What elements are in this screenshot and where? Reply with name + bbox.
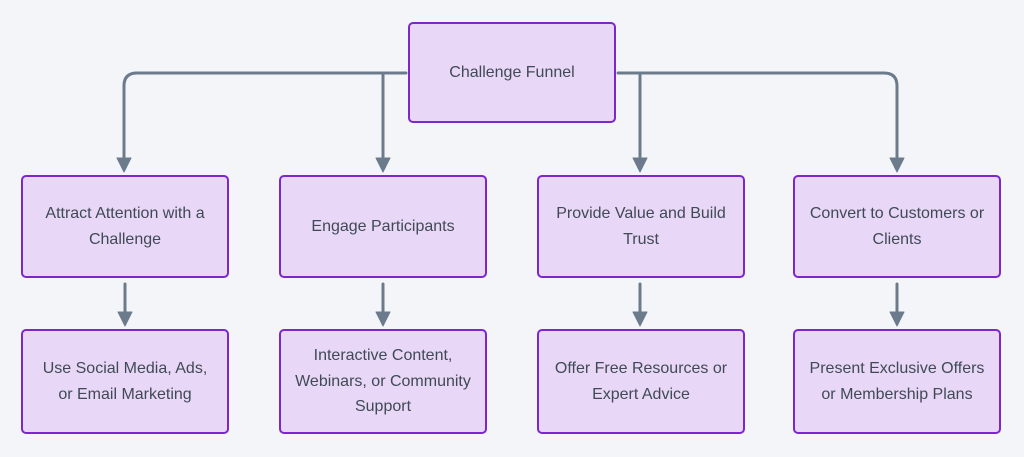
node-label: Provide Value and Build Trust (556, 204, 726, 248)
node-present-exclusive-offers: Present Exclusive Offers or Membership P… (793, 329, 1001, 434)
node-label: Attract Attention with a Challenge (45, 204, 205, 248)
arrow-down-head (117, 311, 133, 327)
node-label: Convert to Customers or Clients (809, 204, 985, 248)
node-label: Interactive Content, Webinars, or Commun… (295, 346, 471, 416)
node-label: Present Exclusive Offers or Membership P… (809, 359, 985, 403)
node-label: Use Social Media, Ads, or Email Marketin… (42, 359, 208, 403)
node-label: Offer Free Resources or Expert Advice (554, 359, 728, 403)
node-offer-free-resources: Offer Free Resources or Expert Advice (537, 329, 745, 434)
node-challenge-funnel: Challenge Funnel (408, 22, 616, 123)
arrow-down-head (375, 311, 391, 327)
edge-root-to-stage-4 (616, 71, 899, 159)
arrow-down-head (632, 311, 648, 327)
arrow-down-head (889, 311, 905, 327)
arrow-down-head (116, 157, 132, 173)
node-engage-participants: Engage Participants (279, 175, 487, 278)
arrow-down-head (375, 157, 391, 173)
node-label: Engage Participants (311, 217, 455, 235)
arrow-down-head (632, 157, 648, 173)
node-interactive-content: Interactive Content, Webinars, or Commun… (279, 329, 487, 434)
node-convert-customers: Convert to Customers or Clients (793, 175, 1001, 278)
arrow-down-head (889, 157, 905, 173)
node-use-social-media: Use Social Media, Ads, or Email Marketin… (21, 329, 229, 434)
edge-root-to-stage-1 (122, 71, 408, 159)
node-label: Challenge Funnel (449, 63, 575, 81)
node-attract-attention: Attract Attention with a Challenge (21, 175, 229, 278)
node-provide-value: Provide Value and Build Trust (537, 175, 745, 278)
